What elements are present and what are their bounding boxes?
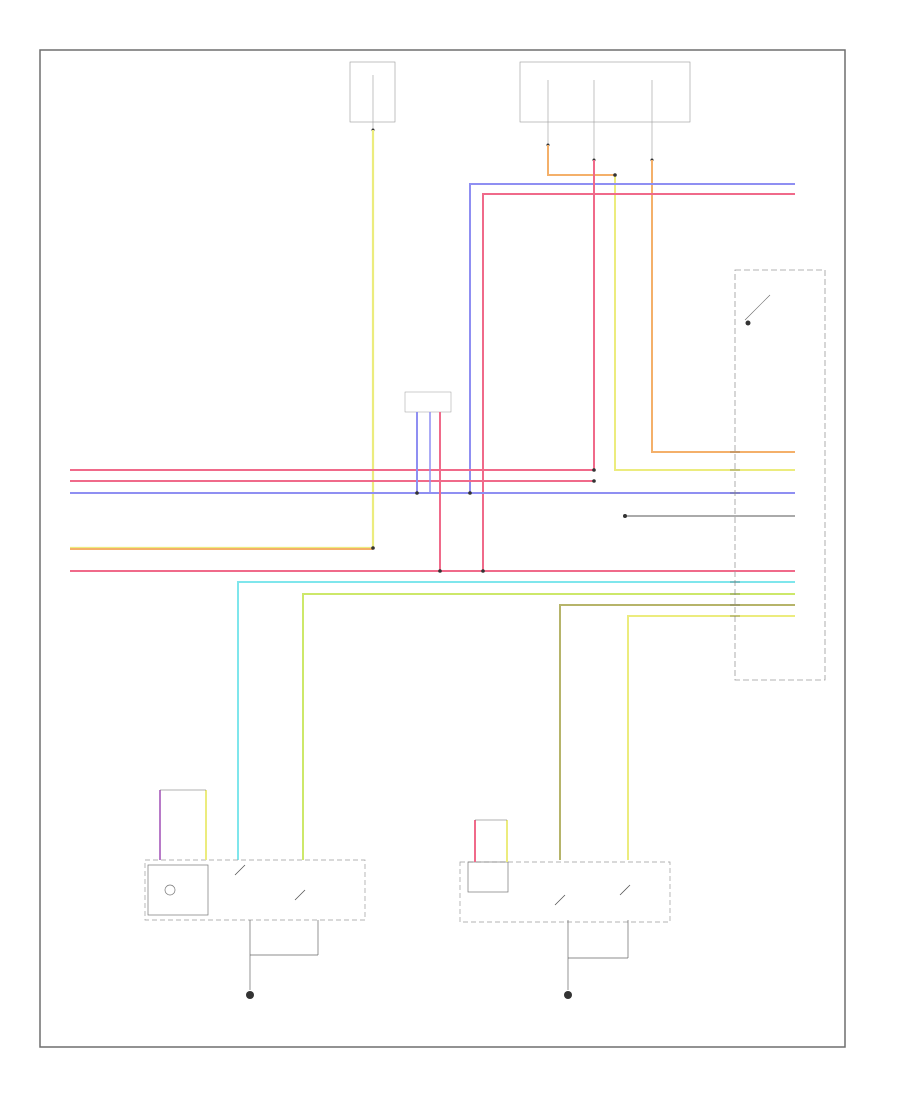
fuse-block-left bbox=[349, 61, 396, 132]
fuse-block-right bbox=[519, 61, 691, 162]
wire-cyan bbox=[237, 581, 795, 860]
wire-orange-top bbox=[547, 145, 615, 176]
shift-lock-solenoid bbox=[144, 789, 366, 990]
junction-dots bbox=[371, 173, 617, 573]
wire-yellow-top bbox=[614, 175, 795, 471]
wire-lime bbox=[302, 593, 795, 860]
ground-left bbox=[246, 991, 254, 999]
transmission-control-module bbox=[734, 269, 826, 681]
stop-lamp-switch bbox=[459, 819, 671, 990]
wire-yellow-low bbox=[627, 615, 795, 860]
ground-right bbox=[564, 991, 572, 999]
wire-orange-right bbox=[651, 160, 795, 453]
wire-blue-top bbox=[469, 183, 740, 493]
joint-connector bbox=[404, 391, 452, 571]
page-frame bbox=[39, 49, 846, 1048]
wire-olive bbox=[559, 604, 795, 860]
tcm-pins bbox=[730, 451, 740, 617]
wire-yellow-ign bbox=[70, 130, 375, 550]
wire-red-top bbox=[482, 193, 740, 571]
